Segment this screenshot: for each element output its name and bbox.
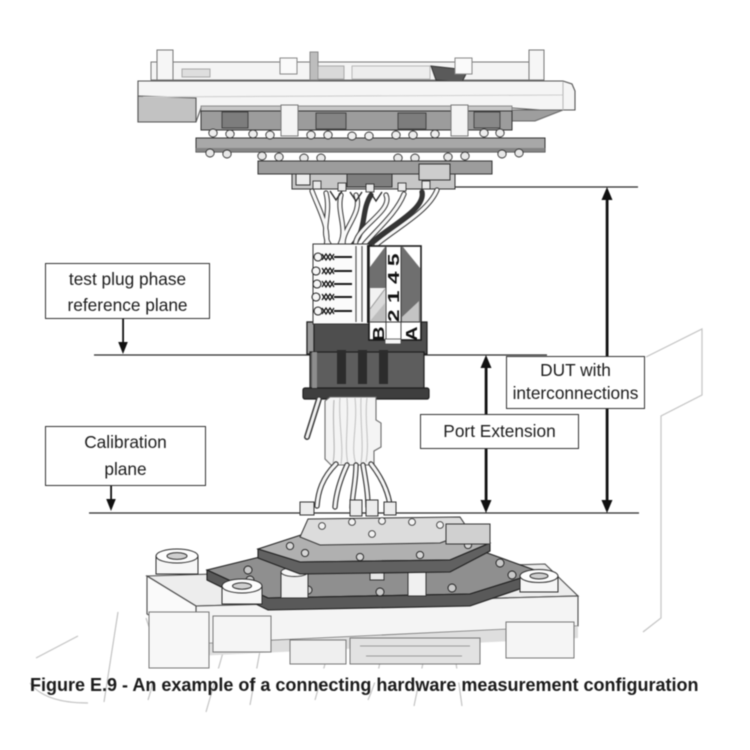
svg-text:A: A — [403, 326, 420, 341]
svg-text:2: 2 — [386, 310, 403, 322]
svg-text:B: B — [370, 326, 387, 341]
svg-text:5: 5 — [386, 253, 403, 266]
svg-text:4: 4 — [386, 271, 403, 284]
svg-text:1: 1 — [386, 290, 403, 303]
